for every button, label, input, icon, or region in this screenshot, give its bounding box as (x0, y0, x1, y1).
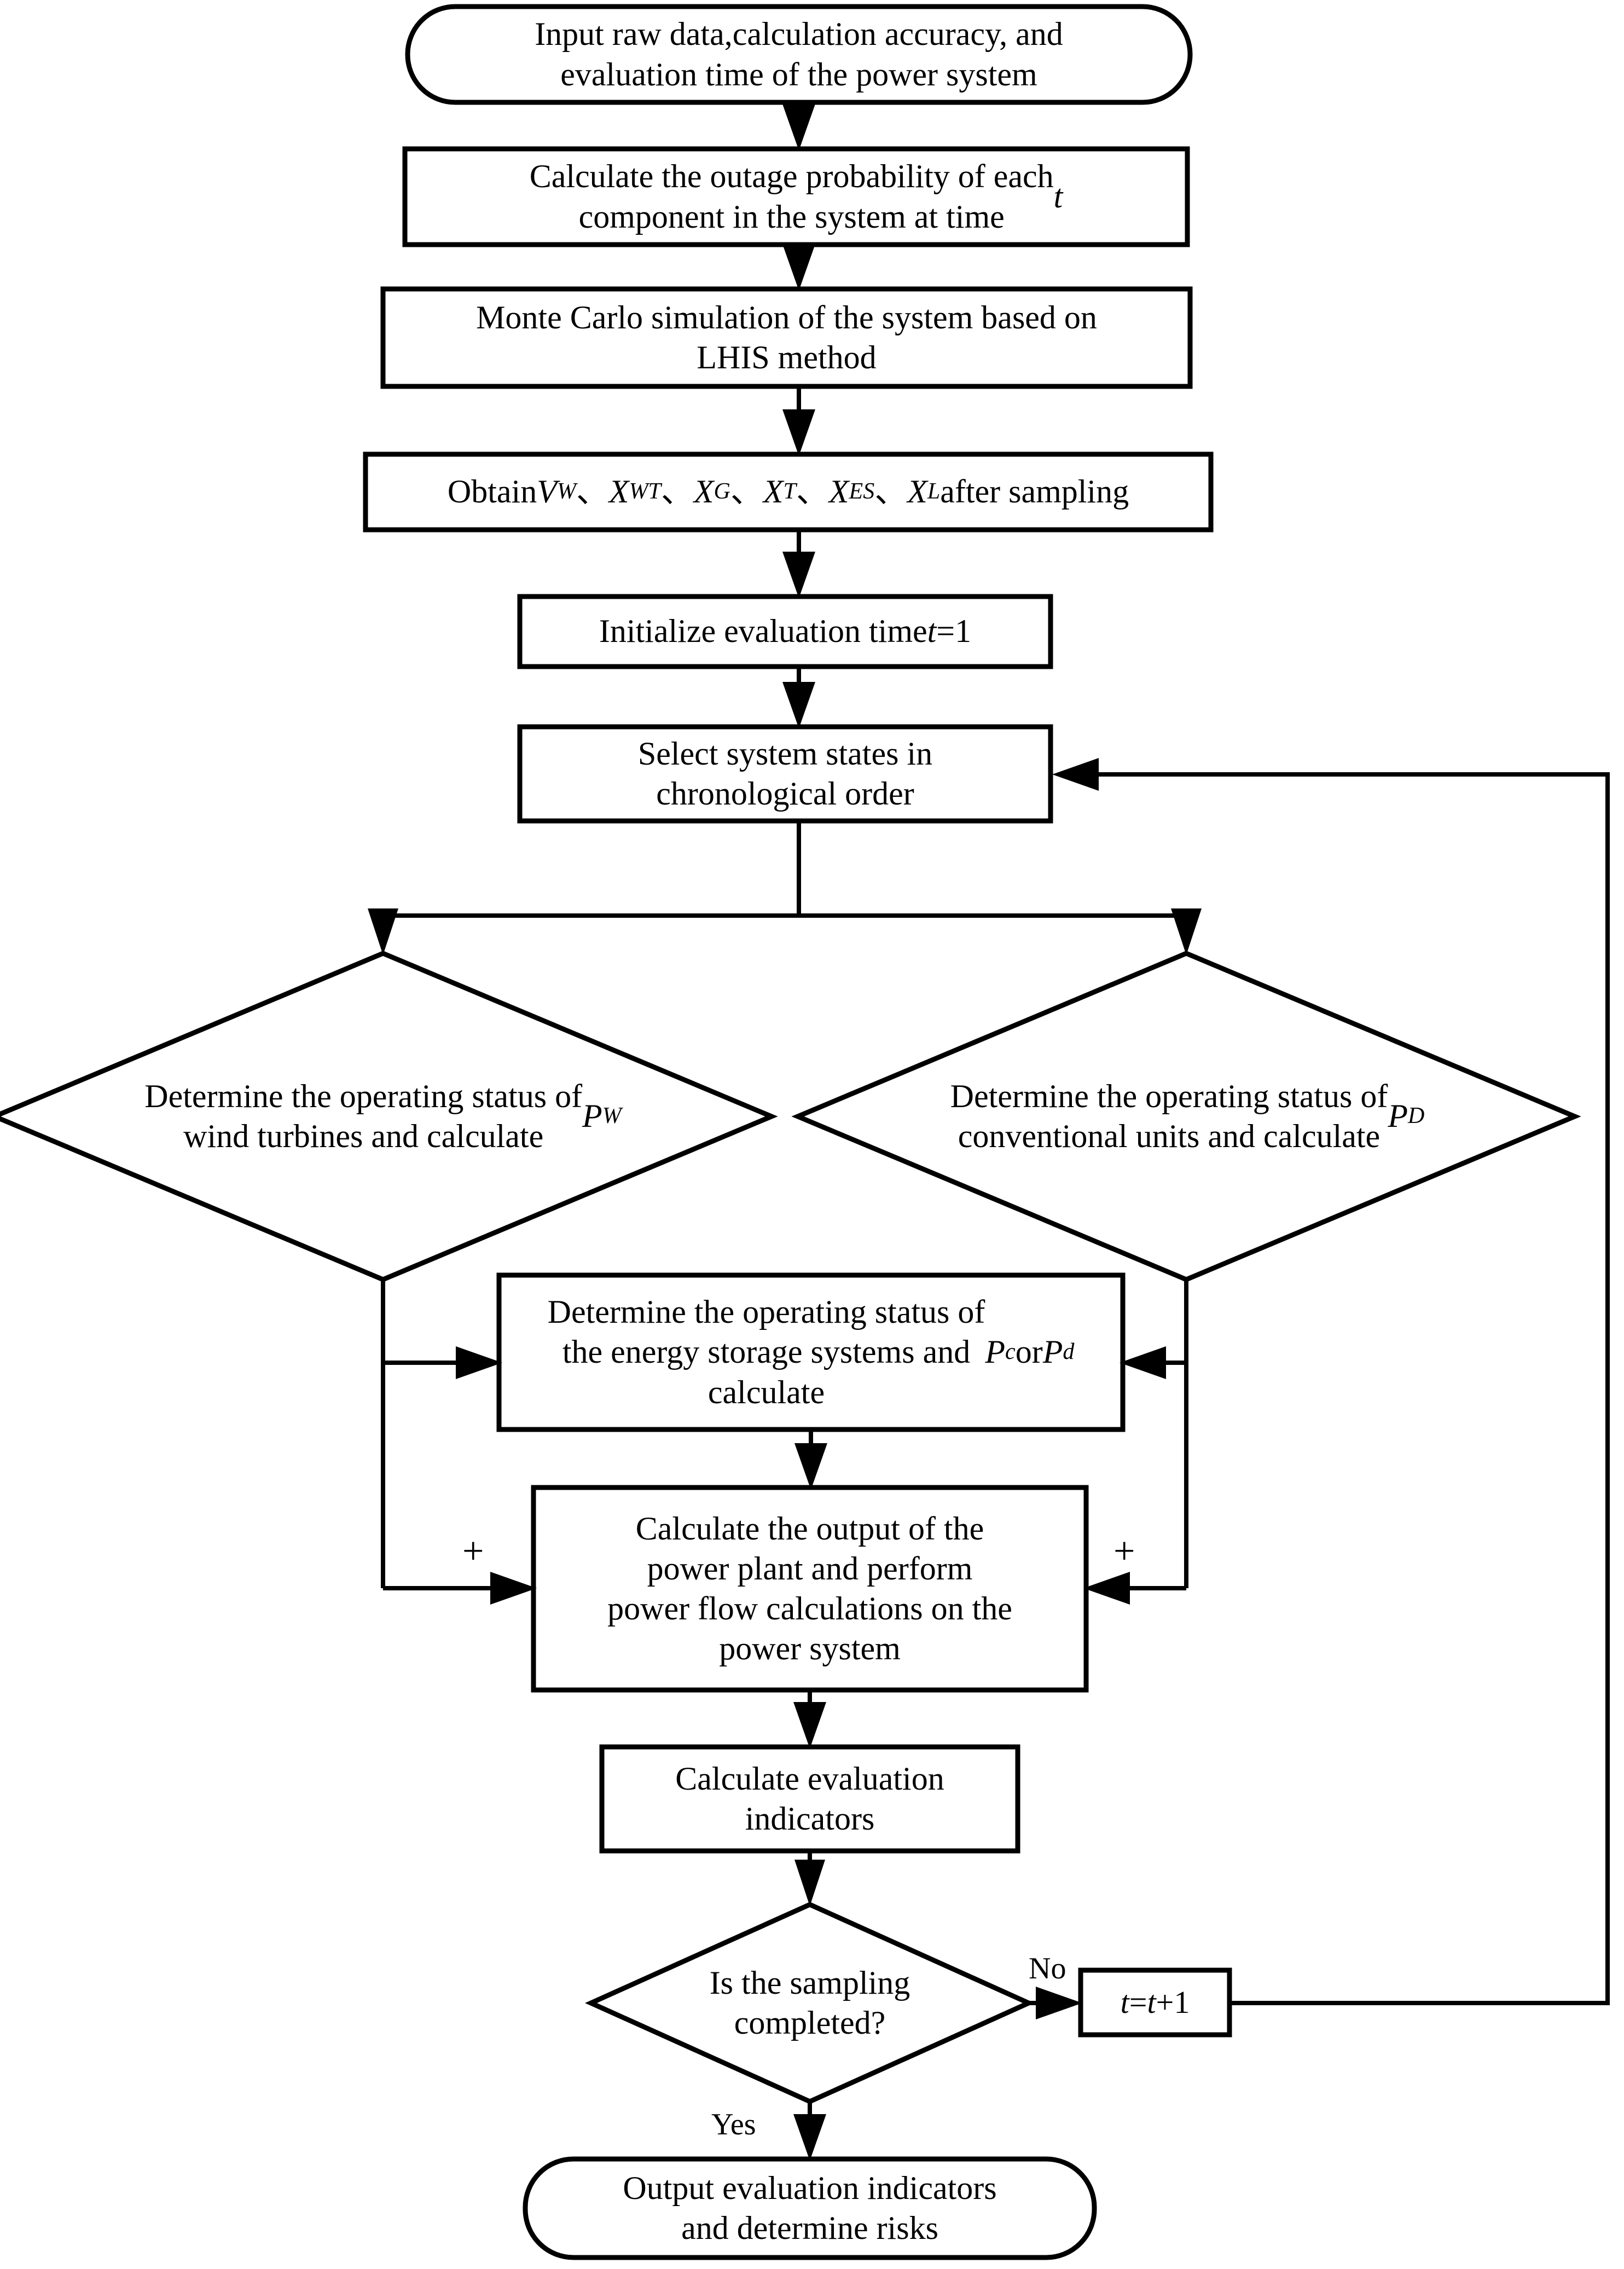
edge-label-no: No (1029, 1952, 1066, 1986)
node-sampling-shape (585, 1902, 1035, 2104)
node-storage-shape (496, 1272, 1126, 1432)
arrow-fork-to-conventional (1171, 908, 1202, 955)
node-indicators-shape (599, 1744, 1020, 1854)
plus-label-right: + (1113, 1530, 1135, 1572)
node-initialize-shape (517, 594, 1053, 669)
node-outage-shape (402, 146, 1190, 247)
arrow-fork-to-wind (368, 908, 398, 955)
arrow-sampling-to-increment (1036, 1987, 1082, 2019)
edge-label-yes: Yes (711, 2108, 756, 2141)
arrow-sampling-to-end (793, 2114, 826, 2161)
arrow-outage-to-montecarlo (782, 244, 815, 291)
arrow-wind-to-storage (456, 1346, 502, 1379)
node-end-shape (523, 2156, 1097, 2260)
arrow-conventional-to-powerflow (1083, 1572, 1130, 1605)
arrow-indicators-to-sampling (794, 1860, 825, 1906)
node-start-shape (405, 4, 1193, 105)
arrow-conventional-to-storage (1120, 1346, 1166, 1379)
edge-increment-feedback (1074, 772, 1610, 2005)
arrow-start-to-outage (782, 104, 815, 151)
node-select-shape (517, 724, 1053, 824)
node-montecarlo-shape (380, 286, 1193, 389)
arrow-storage-to-powerflow (794, 1443, 827, 1490)
node-conventional-shape (791, 951, 1581, 1282)
plus-label-left: + (462, 1530, 484, 1572)
node-increment-shape (1078, 1967, 1232, 2038)
node-wind-shape (0, 951, 778, 1282)
arrow-wind-to-powerflow (490, 1572, 537, 1605)
arrow-montecarlo-to-obtain (782, 409, 815, 456)
arrow-obtain-to-initialize (782, 552, 815, 598)
arrow-initialize-to-select (782, 682, 815, 728)
arrow-powerflow-to-indicators (793, 1702, 826, 1749)
arrow-feedback-to-select (1052, 758, 1099, 791)
node-powerflow-shape (531, 1485, 1089, 1693)
node-obtain-shape (363, 452, 1214, 532)
